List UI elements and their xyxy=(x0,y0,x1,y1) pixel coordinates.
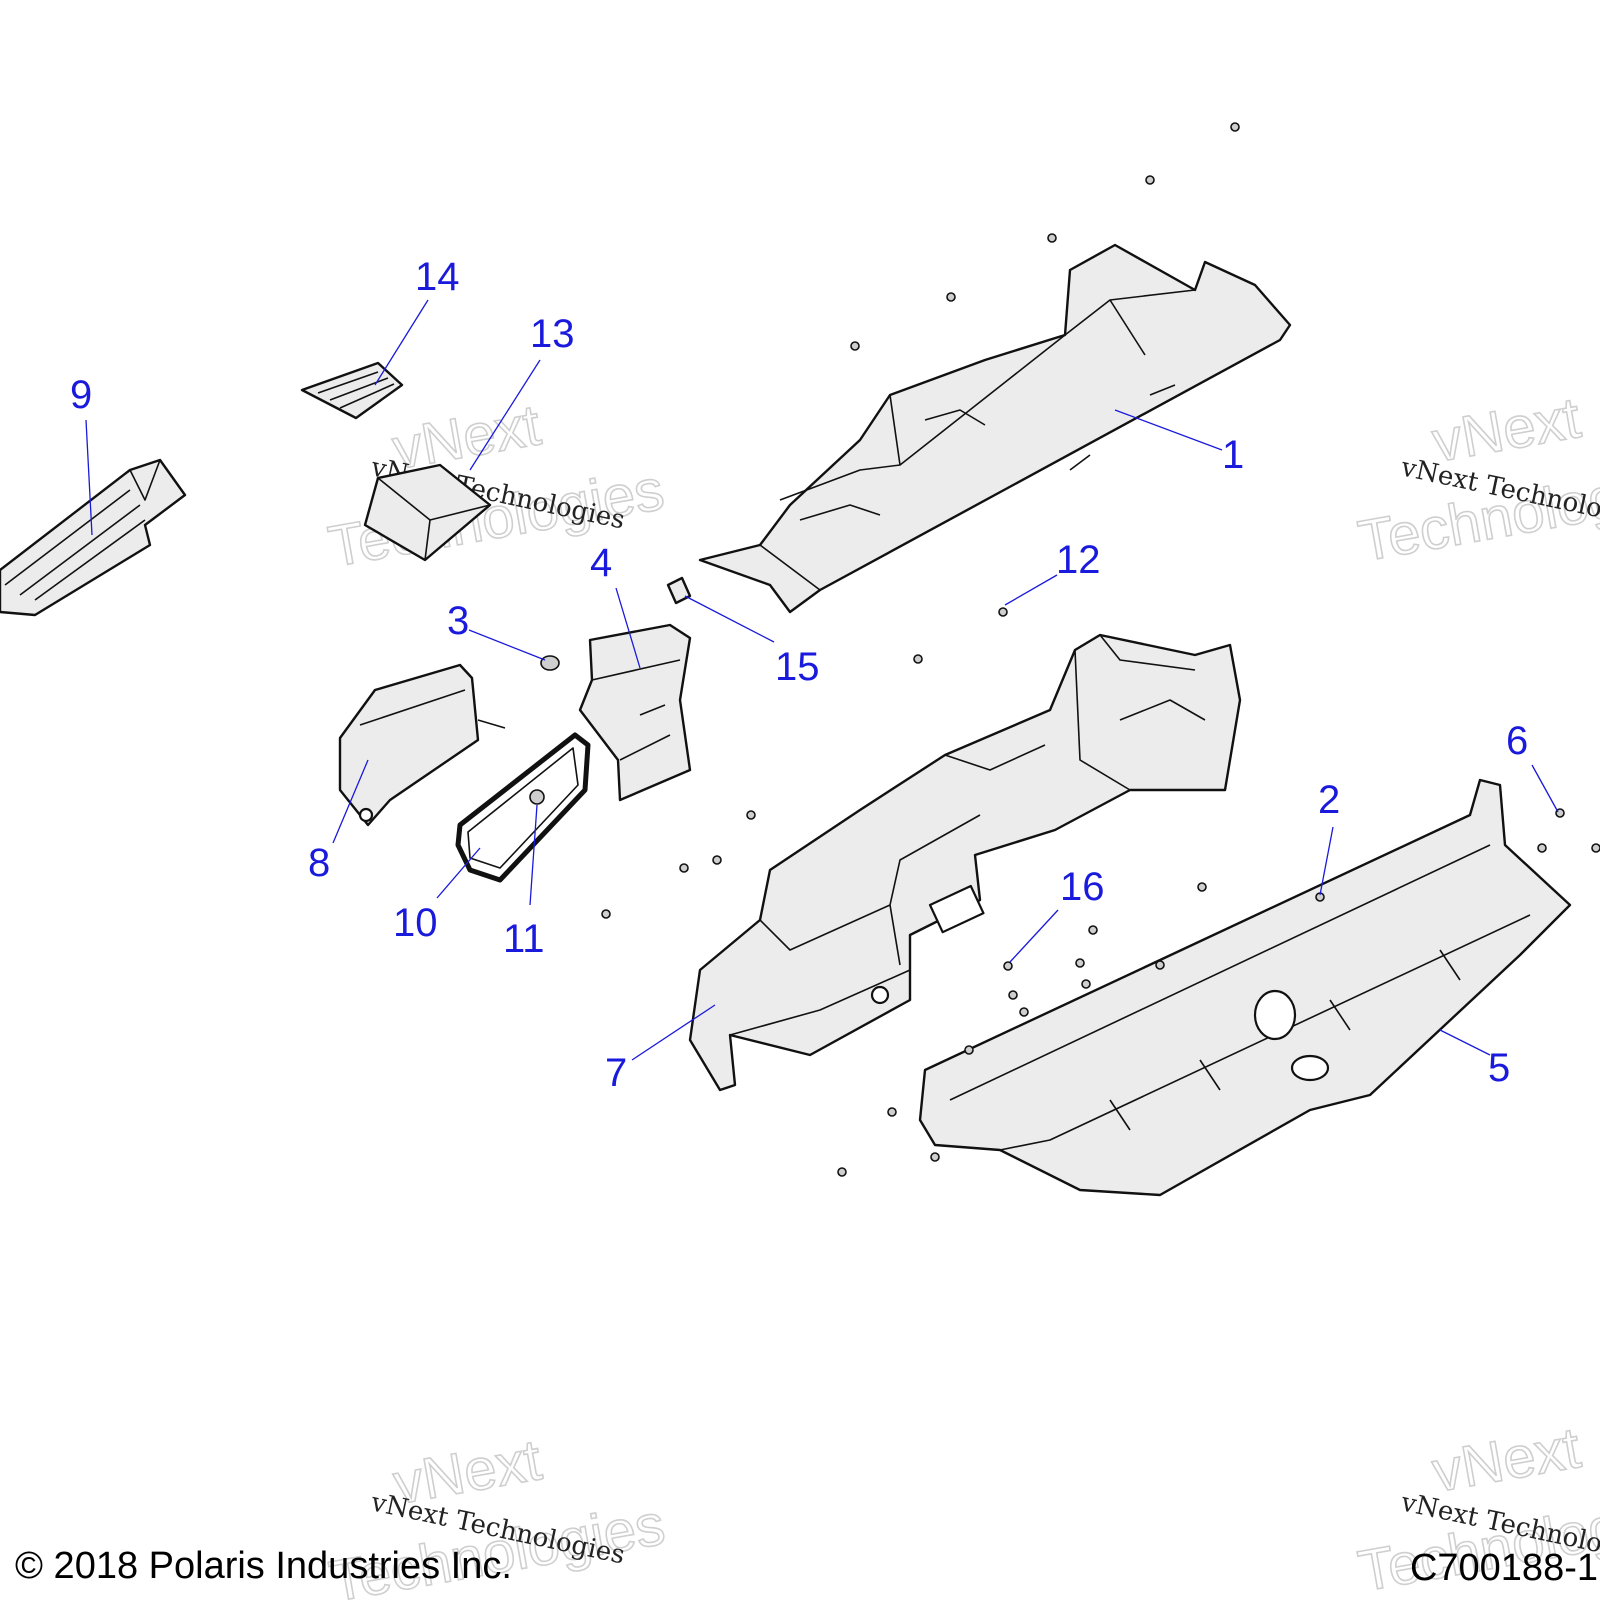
callout-labels: 1 2 3 4 5 6 7 8 9 10 11 12 13 14 15 16 xyxy=(70,255,1528,1095)
part-7-dash-assembly xyxy=(688,633,1242,1092)
part-11-fastener xyxy=(529,789,545,805)
leader-lines xyxy=(85,299,1559,1061)
callout-13: 13 xyxy=(530,312,575,356)
part-9-bezel xyxy=(0,458,187,617)
callout-15: 15 xyxy=(775,645,820,689)
part-5-lower-panel xyxy=(918,778,1572,1197)
callout-12: 12 xyxy=(1056,538,1101,582)
callout-1: 1 xyxy=(1222,433,1244,477)
callout-4: 4 xyxy=(590,541,612,585)
callout-3: 3 xyxy=(447,599,469,643)
part-13-cover xyxy=(363,463,492,562)
diagram-id: C700188-1 xyxy=(1410,1547,1598,1589)
callout-8: 8 xyxy=(308,841,330,885)
callout-10: 10 xyxy=(393,901,438,945)
callout-5: 5 xyxy=(1488,1046,1510,1090)
callout-6: 6 xyxy=(1506,719,1528,763)
callout-2: 2 xyxy=(1318,778,1340,822)
watermark-outline: vNext xyxy=(1428,1415,1585,1505)
part-8-glovebox-door xyxy=(338,663,506,827)
fastener-group xyxy=(601,122,1600,1177)
callout-11: 11 xyxy=(503,917,545,961)
callout-16: 16 xyxy=(1060,865,1105,909)
part-4-bracket xyxy=(578,623,692,802)
part-14-vent xyxy=(300,361,404,420)
part-15-clip xyxy=(666,576,692,605)
copyright-text: © 2018 Polaris Industries Inc. xyxy=(15,1545,512,1587)
callout-9: 9 xyxy=(70,373,92,417)
callout-7: 7 xyxy=(605,1051,627,1095)
callout-14: 14 xyxy=(415,255,460,299)
part-10-seal xyxy=(455,732,591,883)
part-3-grommet xyxy=(540,655,560,671)
part-1-upper-dash-panel xyxy=(698,243,1292,614)
